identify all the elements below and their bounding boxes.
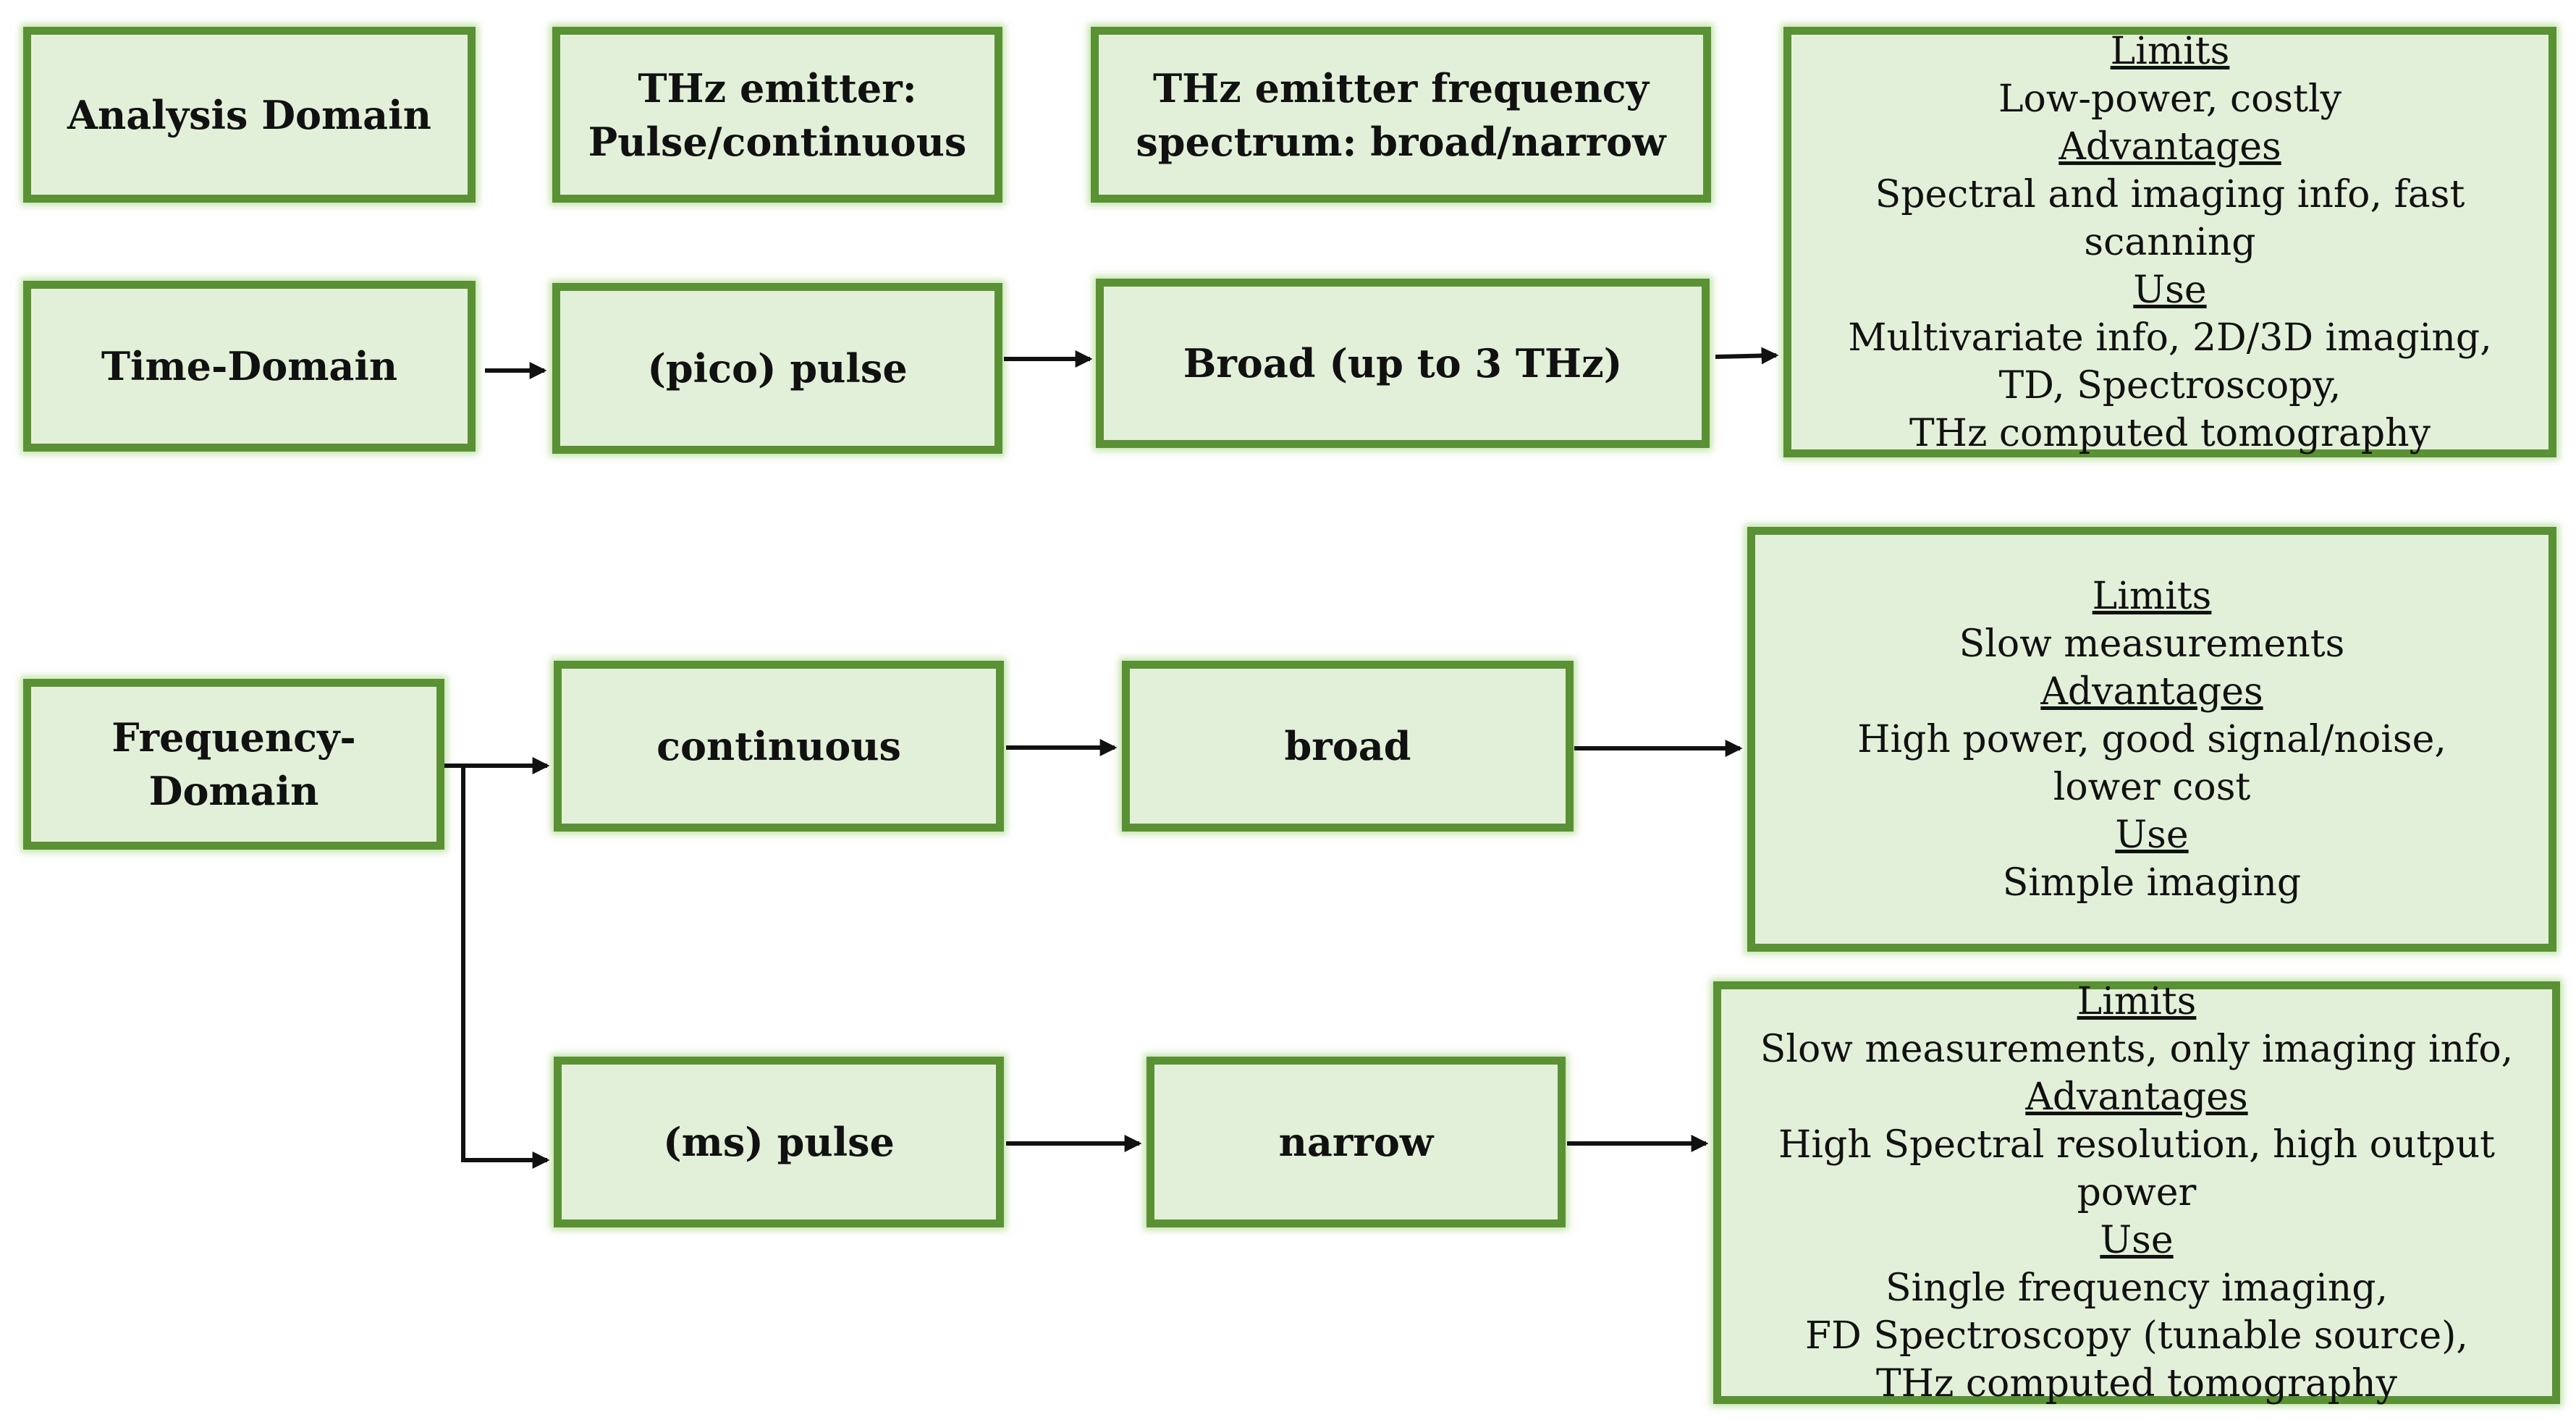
limits-text: Low-power, costly [1998,77,2342,121]
advantages-text-2: lower cost [2053,765,2251,809]
broad-box: broad [1122,661,1574,832]
continuous-info-box: Limits Slow measurements Advantages High… [1747,527,2556,952]
time-domain-box: Time-Domain [23,281,476,452]
ms-pulse-box: (ms) pulse [554,1057,1004,1227]
header-frequency-spectrum: THz emitter frequency spectrum: broad/na… [1091,27,1711,203]
pico-pulse-box: (pico) pulse [552,283,1002,454]
use-heading: Use [2115,813,2189,857]
pico-pulse-label: (pico) pulse [647,345,908,392]
use-heading: Use [2100,1219,2174,1262]
header-analysis-domain: Analysis Domain [23,27,476,203]
use-text: Simple imaging [2002,861,2302,905]
limits-heading: Limits [2077,980,2197,1023]
time-domain-info-box: Limits Low-power, costly Advantages Spec… [1783,27,2556,457]
use-text-1: Multivariate info, 2D/3D imaging, [1848,316,2492,360]
use-text-1: Single frequency imaging, [1885,1267,2389,1310]
continuous-box: continuous [554,661,1004,832]
use-text-2: TD, Spectroscopy, [1998,363,2341,407]
arrow-freq-to-ms-pulse [461,766,550,1169]
header-analysis-domain-label: Analysis Domain [67,91,431,138]
use-text-3: THz computed tomography [1909,411,2431,455]
limits-heading: Limits [2092,574,2212,618]
arrow-broad-to-info [1715,347,1779,365]
broad-label: broad [1284,723,1411,769]
use-text-3: THz computed tomography [1875,1362,2398,1405]
frequency-domain-box: Frequency-Domain [23,679,444,850]
advantages-heading: Advantages [2040,669,2263,714]
use-text-2: FD Spectroscopy (tunable source), [1805,1314,2468,1358]
limits-text: Slow measurements, only imaging info, [1760,1028,2514,1071]
narrow-box: narrow [1146,1057,1566,1227]
broad-3thz-label: Broad (up to 3 THz) [1183,340,1623,386]
advantages-text: Spectral and imaging info, fast scanning [1875,172,2465,264]
header-thz-emitter-line1: THz emitter: [638,64,917,111]
continuous-label: continuous [656,723,901,769]
ms-pulse-label: (ms) pulse [663,1119,895,1165]
header-thz-emitter-line2: Pulse/continuous [588,118,967,165]
use-heading: Use [2133,268,2207,312]
advantages-heading: Advantages [2025,1075,2248,1119]
advantages-heading: Advantages [2058,124,2281,169]
time-domain-label: Time-Domain [101,343,398,389]
header-frequency-spectrum-line1: THz emitter frequency [1152,64,1650,111]
header-thz-emitter: THz emitter: Pulse/continuous [552,27,1002,203]
advantages-text-1: High power, good signal/noise, [1857,717,2446,761]
broad-3thz-box: Broad (up to 3 THz) [1096,279,1710,448]
frequency-domain-label: Frequency-Domain [111,714,356,814]
narrow-label: narrow [1278,1119,1434,1165]
header-frequency-spectrum-line2: spectrum: broad/narrow [1136,118,1666,165]
limits-text: Slow measurements [1959,622,2345,666]
limits-heading: Limits [2110,29,2230,73]
pulse-info-box: Limits Slow measurements, only imaging i… [1713,980,2560,1405]
advantages-text: High Spectral resolution, high output po… [1778,1123,2495,1214]
